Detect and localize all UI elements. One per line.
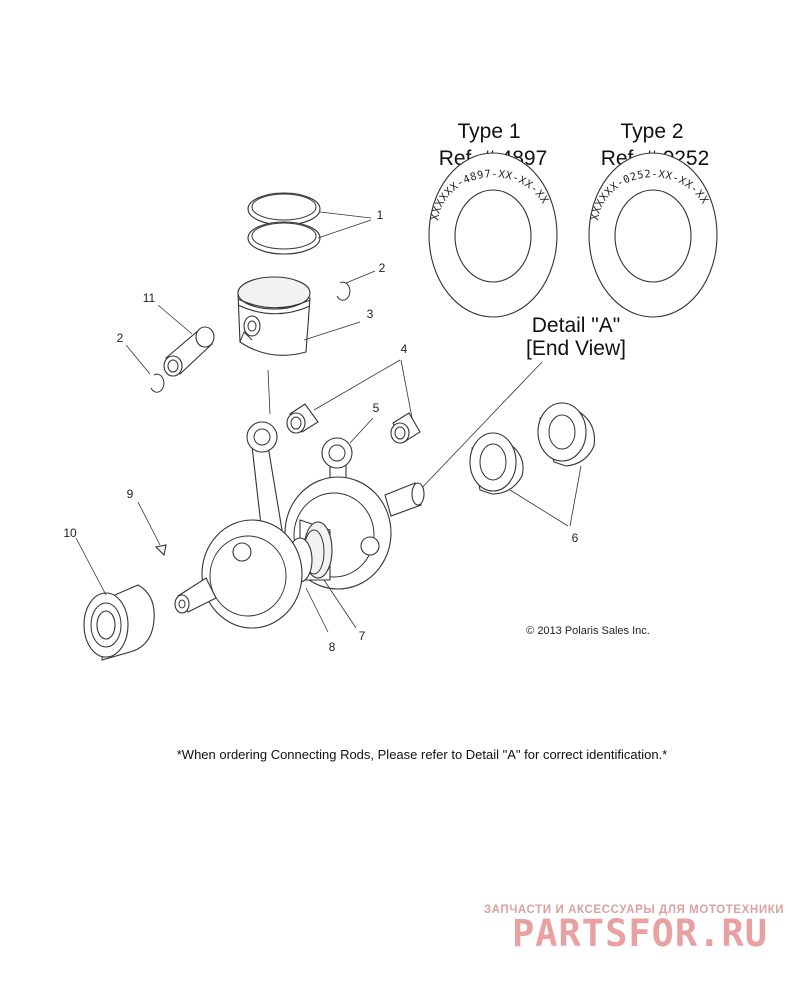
callout-2-right: 2	[379, 261, 386, 275]
watermark: ЗАПЧАСТИ И АКСЕССУАРЫ ДЛЯ МОТОТЕХНИКИ PA…	[484, 904, 784, 955]
callout-4: 4	[401, 342, 408, 356]
copyright: © 2013 Polaris Sales Inc.	[526, 625, 650, 637]
type2-rod-end-view: XXXXXX-0252-XX-XX-XX	[588, 152, 718, 318]
crankshaft	[174, 476, 425, 629]
woodruff-key: 9	[127, 487, 167, 557]
watermark-logo: PARTSFOR.RU	[512, 912, 768, 955]
type1-rod-end-view: XXXXXX-4897-XX-XX-XX	[428, 152, 558, 318]
ordering-note: *When ordering Connecting Rods, Please r…	[177, 747, 667, 762]
connecting-rod-left	[246, 421, 283, 535]
callout-2-left: 2	[117, 331, 124, 345]
callout-9: 9	[127, 487, 134, 501]
detail-label: Detail "A"	[532, 314, 620, 337]
piston: 3	[237, 276, 374, 356]
callout-11: 11	[143, 291, 156, 305]
type1-title: Type 1	[457, 120, 520, 143]
type2-title: Type 2	[620, 120, 683, 143]
callout-8: 8	[329, 640, 336, 654]
detail-label-end-view: [End View]	[526, 337, 626, 360]
oil-seals: 6	[469, 402, 596, 545]
callout-5: 5	[373, 401, 380, 415]
circlip-right: 2	[336, 261, 386, 301]
needle-bearings: 4	[286, 342, 421, 444]
main-bearing: 10	[63, 526, 155, 661]
callout-6: 6	[572, 531, 579, 545]
piston-pin: 11	[143, 291, 215, 377]
detail-a: Type 1 Ref. # 4897 Type 2 Ref. # 0252 XX…	[415, 120, 718, 495]
callout-7: 7	[359, 629, 366, 643]
circlip-left: 2	[117, 331, 165, 393]
callout-10: 10	[63, 526, 77, 540]
callout-1: 1	[377, 208, 384, 222]
piston-rings: 1	[247, 192, 384, 255]
callout-3: 3	[367, 307, 374, 321]
watermark-tagline: ЗАПЧАСТИ И АКСЕССУАРЫ ДЛЯ МОТОТЕХНИКИ	[484, 904, 784, 916]
